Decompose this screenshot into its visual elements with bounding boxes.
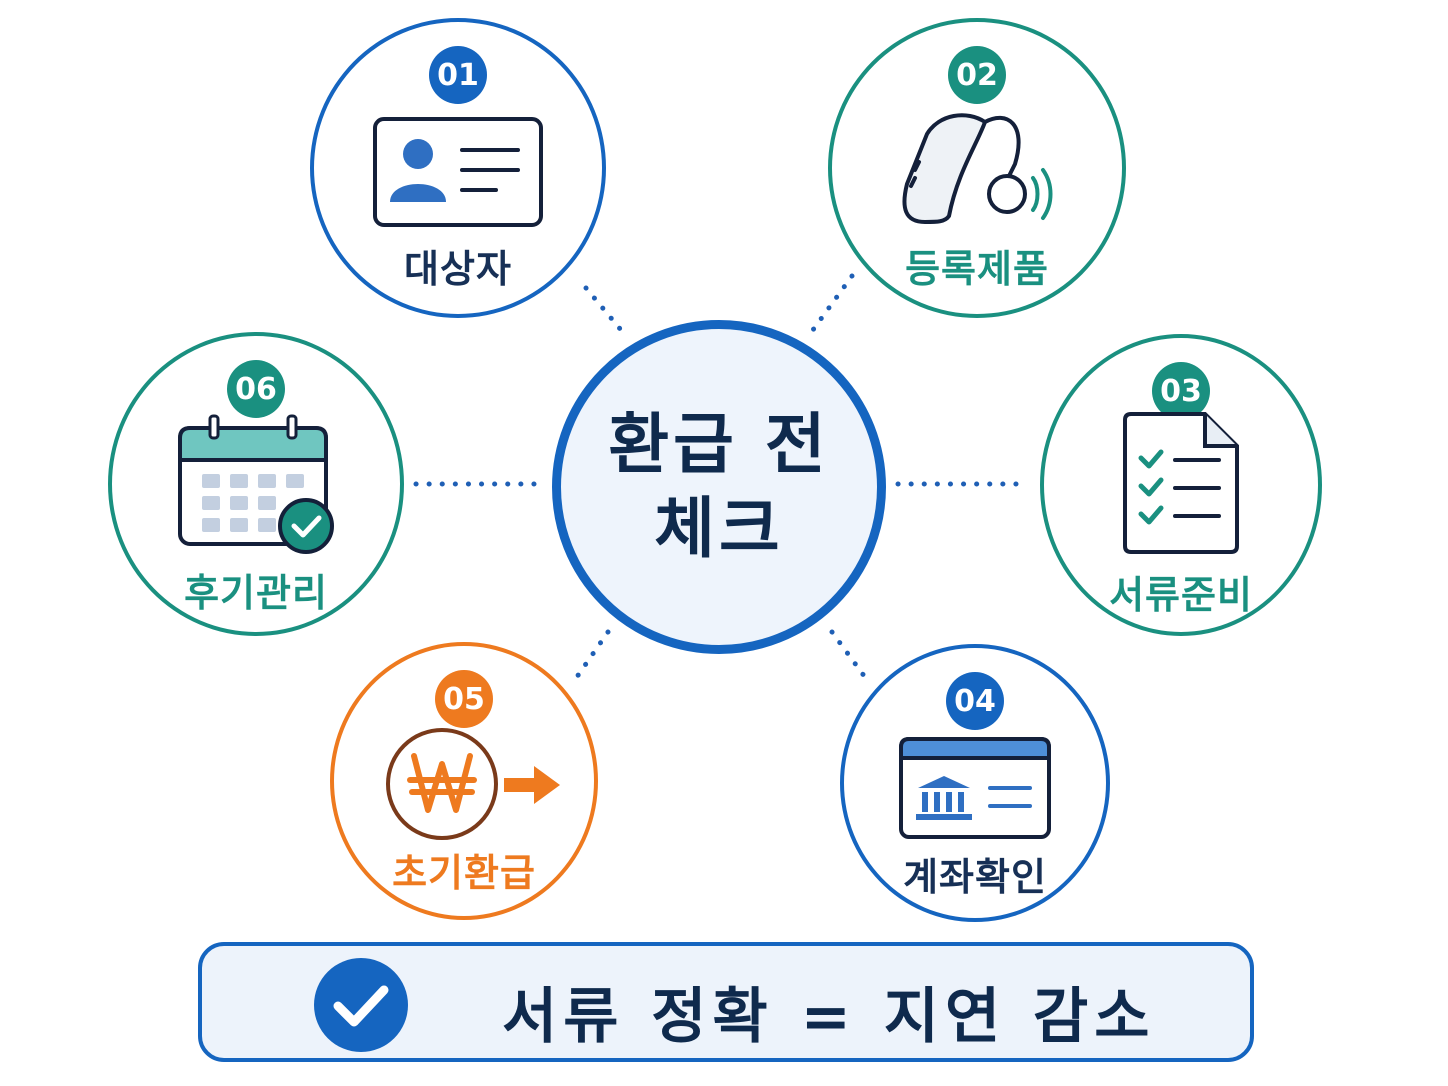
step-05-node: 05 초기환급 (330, 642, 598, 920)
id-card-icon (373, 117, 543, 227)
bank-card-icon (899, 737, 1051, 839)
step-06-node: 06 후기관리 (108, 332, 404, 636)
hearing-aid-icon (902, 113, 1053, 225)
step-01-label: 대상자 (404, 247, 512, 291)
check-circle-icon (314, 958, 408, 1052)
connector-04 (829, 629, 873, 687)
summary-banner: 서류 정확 = 지연 감소 (198, 942, 1254, 1062)
step-04-node: 04 계좌확인 (840, 644, 1110, 922)
connector-01 (583, 285, 629, 339)
center-title-line2: 체크 (654, 490, 784, 567)
step-01-node: 01 대상자 (310, 18, 606, 318)
calendar-check-icon (178, 414, 334, 554)
step-06-label: 후기관리 (184, 571, 328, 615)
step-01-badge: 01 (429, 46, 487, 104)
step-02-node: 02 등록제품 (828, 18, 1126, 318)
step-03-node: 03 서류준비 (1040, 334, 1322, 636)
step-03-badge: 03 (1152, 362, 1210, 420)
summary-text: 서류 정확 = 지연 감소 (502, 982, 1156, 1052)
step-05-badge: 05 (435, 670, 493, 728)
center-hub: 환급 전 체크 (552, 320, 886, 654)
center-title-line1: 환급 전 (608, 406, 830, 483)
step-04-badge: 04 (946, 672, 1004, 730)
step-04-label: 계좌확인 (903, 855, 1047, 899)
connector-05 (569, 629, 611, 687)
step-06-badge: 06 (227, 360, 285, 418)
step-03-label: 서류준비 (1109, 573, 1253, 617)
step-02-badge: 02 (948, 46, 1006, 104)
step-05-label: 초기환급 (392, 851, 536, 895)
step-02-label: 등록제품 (905, 247, 1049, 291)
connector-02 (807, 273, 855, 337)
won-coin-arrow-icon (386, 728, 560, 840)
checklist-document-icon (1123, 412, 1239, 554)
